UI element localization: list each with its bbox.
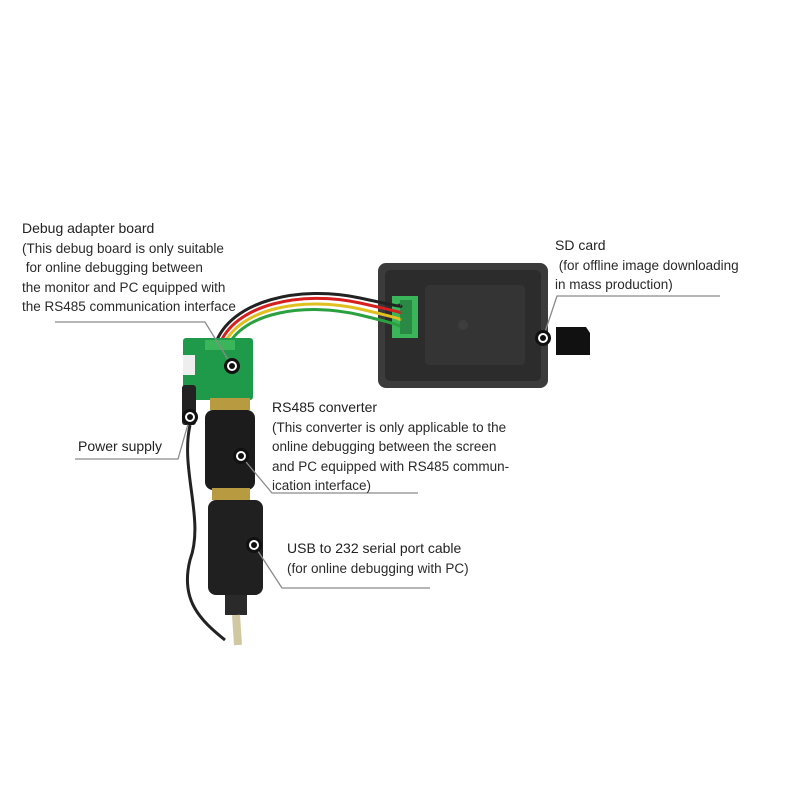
sd-card-label: SD card (for offline image downloading i… — [555, 236, 739, 295]
rs485-title: RS485 converter — [272, 399, 378, 415]
marker-power-supply — [182, 409, 198, 425]
marker-usb — [246, 537, 262, 553]
sd-card-desc-1: (for offline image downloading — [555, 257, 739, 273]
debug-board-desc-2: for online debugging between — [22, 260, 203, 275]
rs485-desc-4: ication interface) — [272, 478, 372, 493]
sd-card-title: SD card — [555, 237, 606, 253]
leader-lines — [55, 295, 720, 589]
debug-board-label: Debug adapter board (This debug board is… — [22, 219, 236, 317]
usb-cable-label: USB to 232 serial port cable (for online… — [287, 539, 469, 578]
marker-debug-board — [224, 358, 240, 374]
sd-card-desc-2: in mass production) — [555, 277, 673, 292]
power-supply-label: Power supply — [78, 438, 163, 454]
debug-board-title: Debug adapter board — [22, 220, 155, 236]
display-screen — [378, 263, 548, 388]
callout-markers — [182, 330, 551, 553]
rs485-converter-body — [205, 398, 255, 500]
terminal-connector — [392, 296, 418, 338]
usb-cable-title: USB to 232 serial port cable — [287, 540, 462, 556]
sd-card — [556, 327, 590, 355]
rs485-desc-2: online debugging between the screen — [272, 439, 497, 454]
rs485-label: RS485 converter (This converter is only … — [272, 398, 509, 496]
debug-board-desc-4: the RS485 communication interface — [22, 299, 236, 314]
rs485-desc-3: and PC equipped with RS485 commun- — [272, 458, 510, 474]
debug-adapter-board — [183, 338, 253, 400]
marker-sd-card — [535, 330, 551, 346]
debug-board-desc-1: (This debug board is only suitable — [22, 240, 224, 256]
usb-serial-cable — [208, 500, 263, 646]
marker-rs485 — [233, 448, 249, 464]
debug-board-desc-3: the monitor and PC equipped with — [22, 279, 226, 295]
rs485-desc-1: (This converter is only applicable to th… — [272, 419, 507, 435]
usb-cable-desc-1: (for online debugging with PC) — [287, 560, 469, 576]
